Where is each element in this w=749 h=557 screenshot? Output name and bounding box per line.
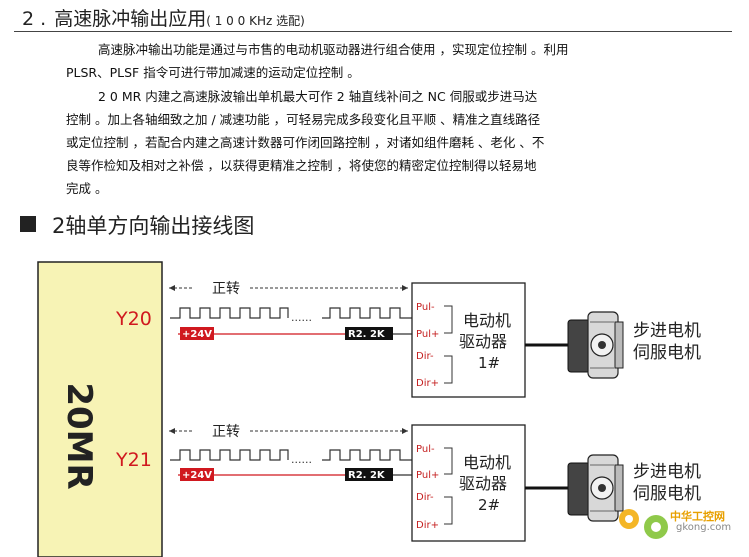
direction-label: 正转 bbox=[212, 281, 240, 297]
output-y21-label: Y21 bbox=[115, 449, 152, 471]
pulse-ellipsis: ...... bbox=[291, 311, 312, 324]
dir-bracket bbox=[444, 496, 453, 525]
pulse-train-right bbox=[322, 307, 412, 319]
direction-arrow-head-right bbox=[402, 428, 408, 434]
paragraph-line-5: 或定位控制 ，若配合内建之高速计数器可作闭回路控制 ，对诸如组件磨耗 、老化 、… bbox=[66, 135, 545, 150]
voltage-label: +24V bbox=[182, 470, 212, 481]
section-bullet-square bbox=[20, 216, 36, 232]
heading-divider bbox=[14, 31, 732, 32]
driver-label-line2: 驱动器 bbox=[459, 332, 507, 351]
driver-number: 1# bbox=[478, 354, 500, 372]
pul-bracket bbox=[444, 305, 453, 334]
driver-label-line2: 驱动器 bbox=[459, 474, 507, 493]
motor-label-line2: 伺服电机 bbox=[633, 343, 701, 363]
direction-arrow-head-right bbox=[402, 285, 408, 291]
paragraph-line-2: PLSR、PLSF 指令可进行带加减速的运动定位控制 。 bbox=[66, 65, 360, 80]
watermark-brand: 中华工控网 bbox=[670, 510, 725, 523]
driver-label-line1: 电动机 bbox=[463, 453, 511, 472]
voltage-label: +24V bbox=[182, 329, 212, 340]
section-heading: 2 . 高速脉冲输出应用( 1 0 0 KHz 选配) bbox=[22, 4, 305, 31]
plc-block bbox=[37, 261, 163, 557]
pin-dir-plus: Dir+ bbox=[416, 378, 439, 389]
motor-label-line1: 步进电机 bbox=[633, 462, 701, 482]
resistor bbox=[345, 468, 393, 481]
motor-label-line2: 伺服电机 bbox=[633, 484, 701, 504]
voltage-badge bbox=[180, 327, 214, 340]
paragraph-line-4: 控制 。加上各轴细致之加 / 减速功能 ，可轻易完成多段变化且平顺 、精准之直线… bbox=[66, 112, 541, 127]
output-y20-label: Y20 bbox=[115, 308, 152, 330]
driver-number: 2# bbox=[478, 496, 500, 514]
pulse-train-left bbox=[170, 307, 289, 319]
driver-label-line1: 电动机 bbox=[463, 311, 511, 330]
direction-arrow-head-left bbox=[169, 285, 175, 291]
resistor-label: R2. 2K bbox=[348, 329, 386, 340]
pin-dir-minus: Dir- bbox=[416, 351, 434, 362]
pul-bracket bbox=[444, 447, 453, 475]
resistor-label: R2. 2K bbox=[348, 470, 386, 481]
driver-box bbox=[411, 424, 526, 542]
plc-model-label: 20MR bbox=[59, 382, 99, 489]
pin-pul-plus: Pul+ bbox=[416, 329, 439, 340]
resistor bbox=[345, 327, 393, 340]
paragraph-line-3: 2 0 MR 内建之高速脉波输出单机最大可作 2 轴直线补间之 NC 伺服或步进… bbox=[98, 89, 538, 104]
dir-bracket bbox=[444, 355, 453, 384]
section-title: 2轴单方向输出接线图 bbox=[52, 214, 255, 238]
pin-dir-plus: Dir+ bbox=[416, 520, 439, 531]
pulse-ellipsis: ...... bbox=[291, 453, 312, 466]
channel-2: 正转 ...... +24V R2. 2K Pul- Pul+ Dir- Dir… bbox=[169, 424, 701, 542]
pin-pul-plus: Pul+ bbox=[416, 470, 439, 481]
direction-label: 正转 bbox=[212, 424, 240, 440]
stepper-motor-icon bbox=[567, 454, 624, 522]
motor-label-line1: 步进电机 bbox=[633, 321, 701, 341]
heading-number: 2 . bbox=[22, 8, 47, 30]
driver-box bbox=[411, 282, 526, 398]
paragraph-line-1: 高速脉冲输出功能是通过与市售的电动机驱动器进行组合使用 ，实现定位控制 。利用 bbox=[98, 42, 569, 57]
pin-pul-minus: Pul- bbox=[416, 444, 435, 455]
pulse-train-right bbox=[322, 449, 412, 461]
pulse-train-left bbox=[170, 449, 289, 461]
heading-title: 高速脉冲输出应用 bbox=[54, 8, 207, 30]
voltage-badge bbox=[180, 468, 214, 481]
paragraph-line-6: 良等作检知及相对之补偿 ，以获得更精准之控制 ，将使您的精密定位控制得以轻易地 bbox=[66, 158, 537, 173]
direction-arrow-head-left bbox=[169, 428, 175, 434]
paragraph-line-7: 完成 。 bbox=[66, 181, 108, 196]
heading-subtitle: ( 1 0 0 KHz 选配) bbox=[206, 14, 305, 28]
channel-1: 正转 ...... +24V R2. 2K Pul- Pul+ Dir- Dir… bbox=[169, 281, 701, 398]
stepper-motor-icon bbox=[567, 311, 624, 379]
watermark-url: gkong.com bbox=[676, 522, 732, 533]
watermark-gear-icon bbox=[619, 509, 668, 539]
pin-dir-minus: Dir- bbox=[416, 492, 434, 503]
pin-pul-minus: Pul- bbox=[416, 302, 435, 313]
